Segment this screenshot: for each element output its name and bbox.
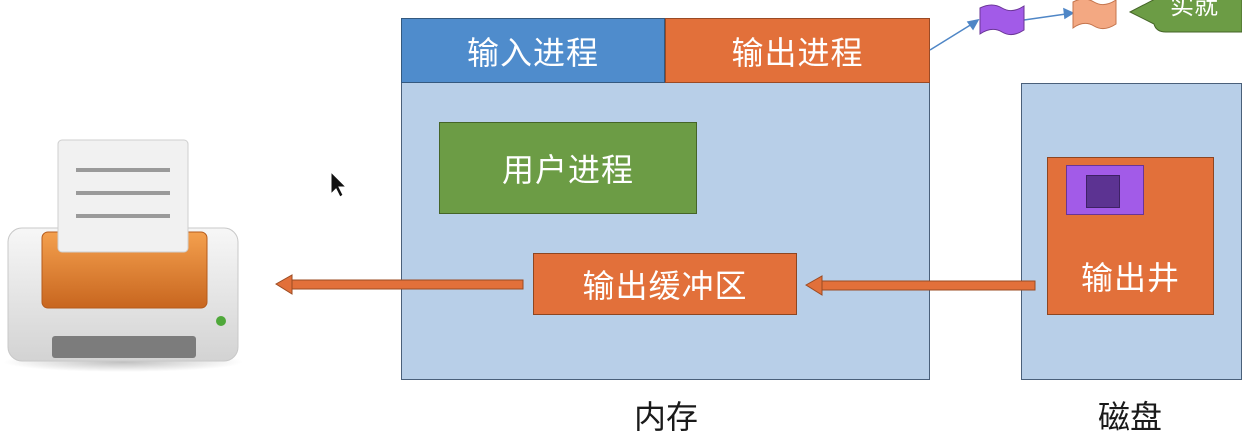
output-well-document-inner xyxy=(1086,175,1120,208)
memory-caption: 内存 xyxy=(633,398,698,436)
output-process-box: 输出进程 xyxy=(665,18,930,83)
output-buffer-label: 输出缓冲区 xyxy=(582,267,748,305)
arrow-buffer-to-printer xyxy=(275,274,524,295)
output-process-label: 输出进程 xyxy=(731,33,864,72)
user-process-label: 用户进程 xyxy=(501,151,634,189)
arrow-output-process-to-flag xyxy=(929,7,1075,51)
user-process-box: 用户进程 xyxy=(439,122,697,214)
arrow-disk-to-buffer xyxy=(805,275,1036,296)
input-process-box: 输入进程 xyxy=(401,18,665,83)
peach-flag-icon xyxy=(1072,0,1117,30)
output-well-label: 输出井 xyxy=(1080,259,1180,297)
input-process-label: 输入进程 xyxy=(466,33,599,72)
purple-flag-icon xyxy=(979,4,1025,36)
callout-text: 实就 xyxy=(1170,0,1218,20)
printer-icon xyxy=(3,139,243,372)
output-buffer-box: 输出缓冲区 xyxy=(533,253,797,315)
callout-shape xyxy=(1128,0,1242,33)
disk-caption: 磁盘 xyxy=(1097,398,1162,436)
